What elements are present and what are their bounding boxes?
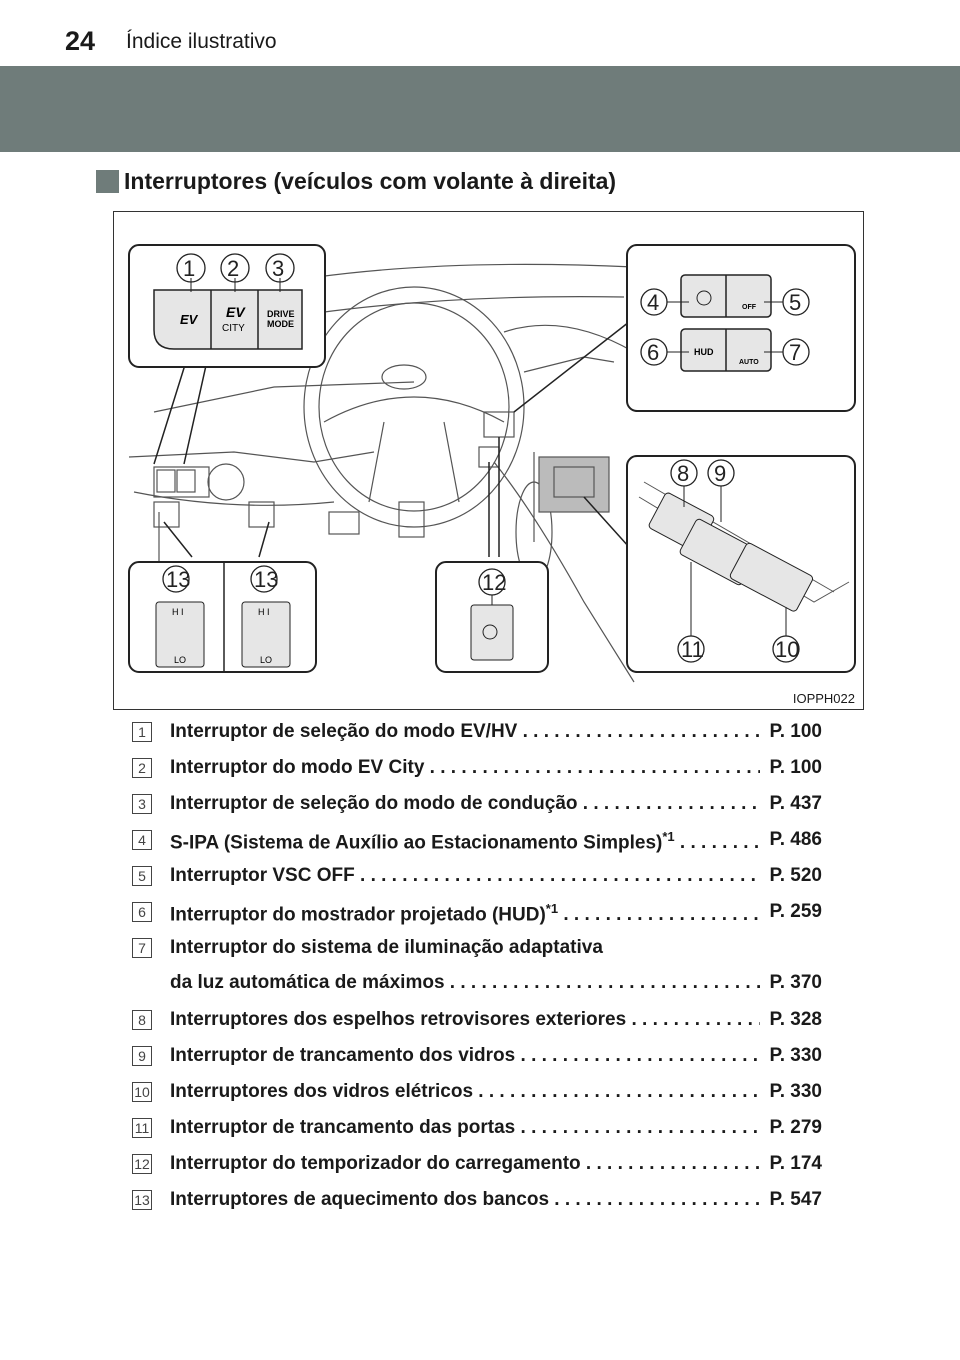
- page-header: 24 Índice ilustrativo: [0, 0, 960, 66]
- item-text: Interruptor do mostrador projetado (HUD)…: [170, 901, 760, 926]
- callout-6: 6: [647, 340, 659, 365]
- seat-heater-hi-left: H I: [172, 607, 184, 617]
- section-title: Interruptores (veículos com volante à di…: [124, 167, 617, 194]
- header-title: Índice ilustrativo: [126, 30, 277, 53]
- item-number: 3: [132, 794, 152, 814]
- page-link[interactable]: P. 328: [760, 1009, 822, 1031]
- drive-mode-button-line1: DRIVE: [267, 309, 295, 319]
- item-text: Interruptor VSC OFF: [170, 865, 760, 887]
- item-text: Interruptores de aquecimento dos bancos: [170, 1189, 760, 1211]
- callout-11: 11: [681, 637, 704, 662]
- callout-1: 1: [183, 256, 195, 281]
- page-link[interactable]: P. 520: [760, 865, 822, 887]
- page-link[interactable]: P. 100: [760, 721, 822, 743]
- item-number: 11: [132, 1118, 152, 1138]
- item-number: 2: [132, 758, 152, 778]
- page-link[interactable]: P. 437: [760, 793, 822, 815]
- leader-lines: [153, 321, 630, 558]
- heading-square-icon: [96, 169, 119, 193]
- header-band: [0, 66, 960, 152]
- callout-9: 9: [714, 461, 726, 486]
- page-link[interactable]: P. 174: [760, 1153, 822, 1175]
- item-text: Interruptor de seleção do modo de conduç…: [170, 793, 760, 815]
- item-number: 10: [132, 1082, 152, 1102]
- auto-button-label: AUTO: [739, 359, 759, 366]
- page-link[interactable]: P. 100: [760, 757, 822, 779]
- vsc-off-label: OFF: [742, 304, 757, 311]
- drive-mode-button-line2: MODE: [267, 319, 294, 329]
- seat-heater-lo-left: LO: [174, 655, 186, 665]
- page-link[interactable]: P. 279: [760, 1117, 822, 1139]
- callout-8: 8: [677, 461, 689, 486]
- item-number: 5: [132, 866, 152, 886]
- item-number: 13: [132, 1190, 152, 1210]
- seat-heater-hi-right: H I: [258, 607, 270, 617]
- item-number: 12: [132, 1154, 152, 1174]
- item-text: Interruptor do temporizador do carregame…: [170, 1153, 760, 1175]
- callout-3: 3: [272, 256, 284, 281]
- callout-5: 5: [789, 290, 801, 315]
- section-heading: Interruptores (veículos com volante à di…: [96, 168, 616, 194]
- callout-4: 4: [647, 290, 659, 315]
- hud-button-label: HUD: [694, 347, 714, 357]
- ev-city-button-city: CITY: [222, 323, 245, 334]
- page-link[interactable]: P. 370: [760, 972, 822, 994]
- callout-13-left: 13: [166, 567, 190, 592]
- callout-2: 2: [227, 256, 239, 281]
- callout-12: 12: [482, 570, 506, 595]
- page-link[interactable]: P. 259: [760, 901, 822, 923]
- page-link[interactable]: P. 547: [760, 1189, 822, 1211]
- callout-13-right: 13: [254, 567, 278, 592]
- item-text: Interruptor de seleção do modo EV/HV: [170, 721, 760, 743]
- item-text: Interruptor do modo EV City: [170, 757, 760, 779]
- footnote-marker: *1: [545, 901, 559, 916]
- panel-drive-modes: 1 2 3 EV EV CITY DRIVE MODE: [128, 244, 326, 368]
- item-number: 1: [132, 722, 152, 742]
- panel-ipa-vsc-hud: OFF HUD AUTO 4 5 6 7: [626, 244, 856, 412]
- item-text: Interruptor de trancamento das portas: [170, 1117, 760, 1139]
- page-link[interactable]: P. 330: [760, 1045, 822, 1067]
- item-text: Interruptor de trancamento dos vidros: [170, 1045, 760, 1067]
- page-link[interactable]: P. 486: [760, 829, 822, 851]
- page-number: 24: [65, 26, 96, 56]
- item-text: S-IPA (Sistema de Auxílio ao Estacioname…: [170, 829, 760, 854]
- callout-10: 10: [775, 637, 799, 662]
- item-number: 7: [132, 938, 152, 958]
- seat-heater-lo-right: LO: [260, 655, 272, 665]
- item-number: 8: [132, 1010, 152, 1030]
- item-text: da luz automática de máximos: [170, 972, 760, 994]
- item-number: 4: [132, 830, 152, 850]
- item-number: 9: [132, 1046, 152, 1066]
- ev-city-button-ev: EV: [226, 304, 246, 320]
- item-text: Interruptores dos espelhos retrovisores …: [170, 1009, 760, 1031]
- item-number: 6: [132, 902, 152, 922]
- ev-hv-button-label: EV: [180, 312, 199, 327]
- item-text: Interruptores dos vidros elétricos: [170, 1081, 760, 1103]
- item-text-line1: Interruptor do sistema de iluminação ada…: [170, 937, 603, 958]
- figure-code: IOPPH022: [792, 691, 855, 706]
- callout-7: 7: [789, 340, 801, 365]
- footnote-marker: *1: [662, 829, 675, 844]
- dashboard-outline: [128, 251, 715, 683]
- panel-charge-timer: 12: [435, 561, 549, 673]
- page-link[interactable]: P. 330: [760, 1081, 822, 1103]
- panel-seat-heaters: 13 13 H I LO H I LO: [128, 561, 317, 673]
- dashboard-illustration: 1 2 3 EV EV CITY DRIVE MODE OFF HUD AUTO…: [113, 211, 864, 710]
- panel-door-switches: 8 9 11 10: [626, 455, 856, 673]
- dashboard-drawing: 1 2 3 EV EV CITY DRIVE MODE OFF HUD AUTO…: [128, 244, 856, 683]
